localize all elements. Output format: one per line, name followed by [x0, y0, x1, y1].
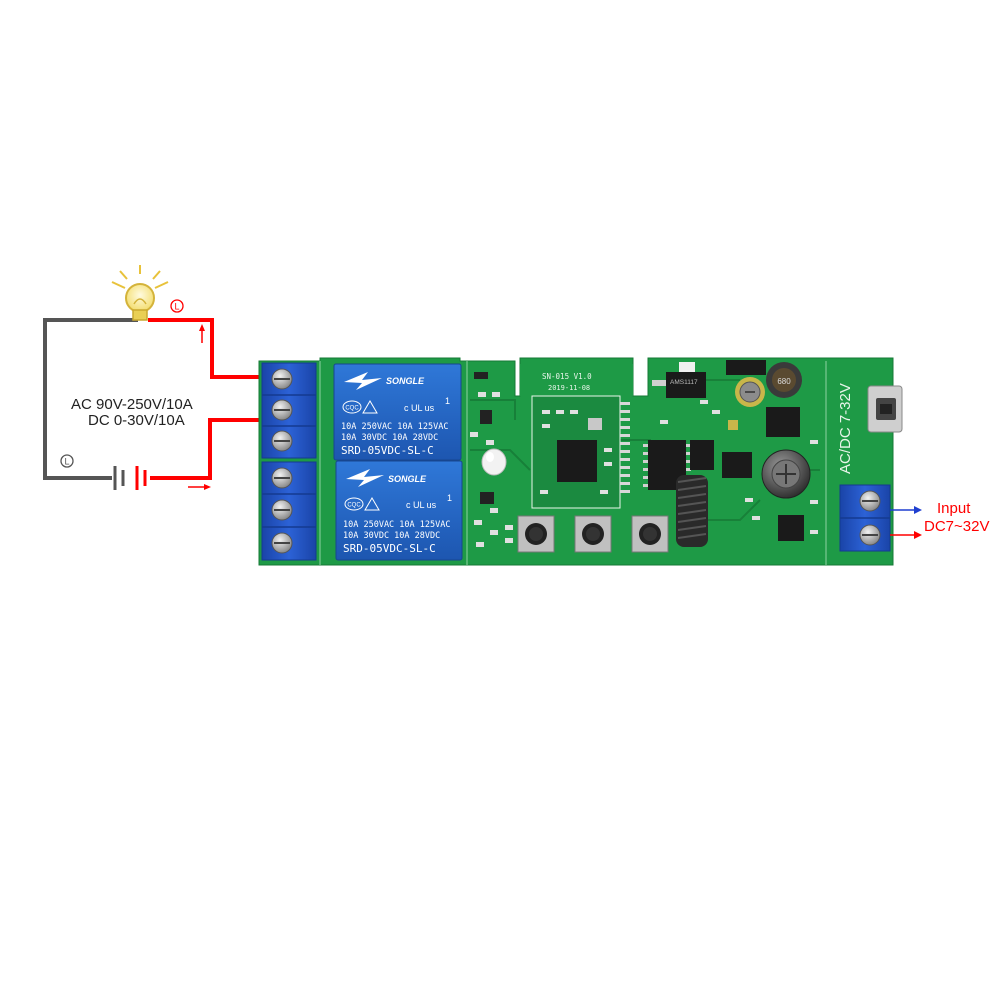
- push-button-3[interactable]: [631, 515, 669, 553]
- status-led: [481, 448, 507, 476]
- smd-components-right: [660, 400, 818, 534]
- input-annotation: Input DC7~32V: [890, 500, 989, 539]
- current-arrow-right: [188, 484, 211, 490]
- regulator-label: AMS1117: [670, 379, 698, 386]
- terminal-block-relay-1: [261, 362, 317, 459]
- line-marker-left: L: [60, 454, 74, 468]
- relay-1-cert: CQC: [345, 406, 359, 412]
- terminal-block-relay-2: [261, 461, 317, 561]
- arrow-red-icon: [914, 531, 922, 539]
- red-wire-top: [148, 318, 262, 379]
- antenna-coil: [676, 475, 708, 547]
- relay-2: SONGLE CQC c UL us 1 10A 250VAC 10A 125V…: [335, 460, 463, 561]
- battery-symbol: [113, 466, 147, 490]
- relay-2-model: SRD-05VDC-SL-C: [343, 542, 436, 555]
- red-wire-bottom: [150, 418, 262, 480]
- inductor: 680: [766, 362, 802, 398]
- smd-components-left: [470, 372, 513, 547]
- push-button-2[interactable]: [574, 515, 612, 553]
- pcb-board: SONGLE CQC c UL us 1 10A 250VAC 10A 125V…: [258, 357, 903, 566]
- input-range: DC7~32V: [924, 518, 989, 535]
- line-marker-top-text: L: [174, 302, 179, 312]
- songle-logo-icon: [346, 469, 384, 487]
- push-button-1[interactable]: [517, 515, 555, 553]
- capacitor-large: [761, 449, 811, 499]
- relay-2-brand: SONGLE: [388, 474, 427, 484]
- relay-1-spec-2: 10A 30VDC 10A 28VDC: [341, 433, 438, 443]
- module-date: 2019-11-08: [548, 384, 590, 392]
- relay-2-ul: c UL us: [406, 500, 437, 510]
- relay-1: SONGLE CQC c UL us 1 10A 250VAC 10A 125V…: [333, 363, 462, 461]
- relay-1-ul: c UL us: [404, 403, 435, 413]
- gray-wire: [43, 318, 138, 480]
- relay-2-spec-1: 10A 250VAC 10A 125VAC: [343, 520, 450, 530]
- relay-1-spec-1: 10A 250VAC 10A 125VAC: [341, 422, 448, 432]
- wifi-module: SN-015 V1.0 2019-11-08: [520, 364, 633, 509]
- arrow-blue-icon: [914, 506, 922, 514]
- micro-usb-port[interactable]: [867, 385, 903, 433]
- relay-1-pin: 1: [445, 396, 450, 406]
- module-name: SN-015 V1.0: [542, 372, 592, 381]
- line-marker-top: L: [170, 299, 184, 313]
- power-label: AC/DC 7-32V: [837, 383, 854, 474]
- relay-2-spec-2: 10A 30VDC 10A 28VDC: [343, 531, 440, 541]
- capacitor-small: [735, 377, 765, 407]
- load-circuit: L L AC 90V-250V/10A DC 0-30V/10A: [43, 265, 262, 490]
- relay-2-pin: 1: [447, 493, 452, 503]
- input-label: Input: [937, 500, 971, 517]
- power-input-terminal: [839, 484, 891, 552]
- lamp-icon: [111, 265, 169, 321]
- relay-2-cert: CQC: [347, 503, 361, 509]
- warning-triangle-icon: [362, 400, 378, 414]
- warning-triangle-icon: [364, 497, 380, 511]
- voltage-regulator: AMS1117: [652, 372, 706, 398]
- line-marker-left-text: L: [64, 457, 69, 467]
- voltage-dc-label: DC 0-30V/10A: [88, 412, 185, 429]
- voltage-ac-label: AC 90V-250V/10A: [71, 396, 193, 413]
- relay-1-brand: SONGLE: [386, 376, 425, 386]
- inductor-label: 680: [777, 377, 791, 386]
- songle-logo-icon: [344, 372, 382, 390]
- current-arrow-up: [199, 324, 205, 343]
- relay-1-model: SRD-05VDC-SL-C: [341, 444, 434, 457]
